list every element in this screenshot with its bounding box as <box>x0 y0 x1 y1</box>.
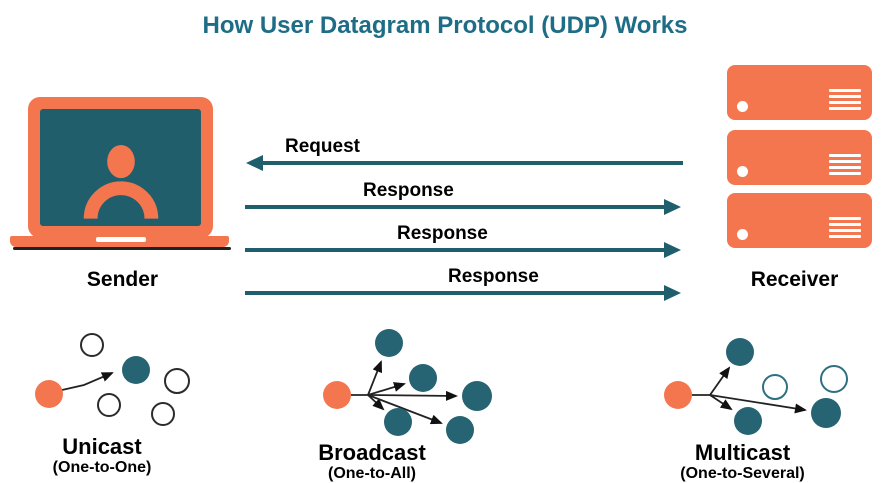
cast-name: Unicast <box>62 434 142 459</box>
request-label: Request <box>285 136 360 157</box>
response-arrow-2 <box>245 248 666 252</box>
response-label-2: Response <box>397 223 488 244</box>
laptop-shadow <box>13 247 231 250</box>
source-node <box>323 381 351 409</box>
target-node <box>384 408 412 436</box>
source-node <box>35 380 63 408</box>
target-node <box>122 356 150 384</box>
multicast-diagram <box>664 338 848 435</box>
target-node <box>446 416 474 444</box>
receiver-label: Receiver <box>750 268 839 291</box>
person-icon <box>83 145 158 220</box>
response-arrow-3 <box>245 291 666 295</box>
sender-label: Sender <box>86 268 159 291</box>
cast-subtitle: (One-to-All) <box>328 465 416 483</box>
broadcast-caption: Broadcast (One-to-All) <box>292 440 452 483</box>
multicast-caption: Multicast (One-to-Several) <box>660 440 825 483</box>
target-node <box>734 407 762 435</box>
response-label-3: Response <box>448 266 539 287</box>
unicast-arrow <box>61 372 114 391</box>
page-title: How User Datagram Protocol (UDP) Works <box>202 12 688 39</box>
server-icon-1 <box>727 65 872 120</box>
target-node <box>726 338 754 366</box>
broadcast-diagram <box>323 329 492 444</box>
server-led <box>737 101 748 112</box>
server-led <box>737 229 748 240</box>
laptop-icon <box>28 97 213 238</box>
response-arrowhead-icon <box>664 242 681 258</box>
target-node <box>409 364 437 392</box>
cast-name: Multicast <box>694 440 791 465</box>
response-label-1: Response <box>363 180 454 201</box>
server-led <box>737 166 748 177</box>
unicast-caption: Unicast (One-to-One) <box>22 434 182 478</box>
response-arrow-1 <box>245 205 666 209</box>
target-node <box>811 398 841 428</box>
server-vents <box>829 89 861 110</box>
source-node <box>664 381 692 409</box>
laptop-display <box>40 109 201 226</box>
response-arrowhead-icon <box>664 199 681 215</box>
request-arrowhead-icon <box>246 155 263 171</box>
request-arrow <box>260 161 683 165</box>
server-vents <box>829 154 861 175</box>
target-node <box>375 329 403 357</box>
cast-subtitle: (One-to-One) <box>52 459 152 477</box>
target-node <box>462 381 492 411</box>
cast-subtitle: (One-to-Several) <box>680 465 805 483</box>
server-icon-2 <box>727 130 872 185</box>
cast-diagrams <box>35 329 848 444</box>
laptop-base <box>10 236 229 247</box>
cast-name: Broadcast <box>318 440 426 465</box>
server-vents <box>829 217 861 238</box>
response-arrowhead-icon <box>664 285 681 301</box>
unicast-diagram <box>35 333 190 426</box>
server-icon-3 <box>727 193 872 248</box>
laptop-notch <box>96 237 146 242</box>
